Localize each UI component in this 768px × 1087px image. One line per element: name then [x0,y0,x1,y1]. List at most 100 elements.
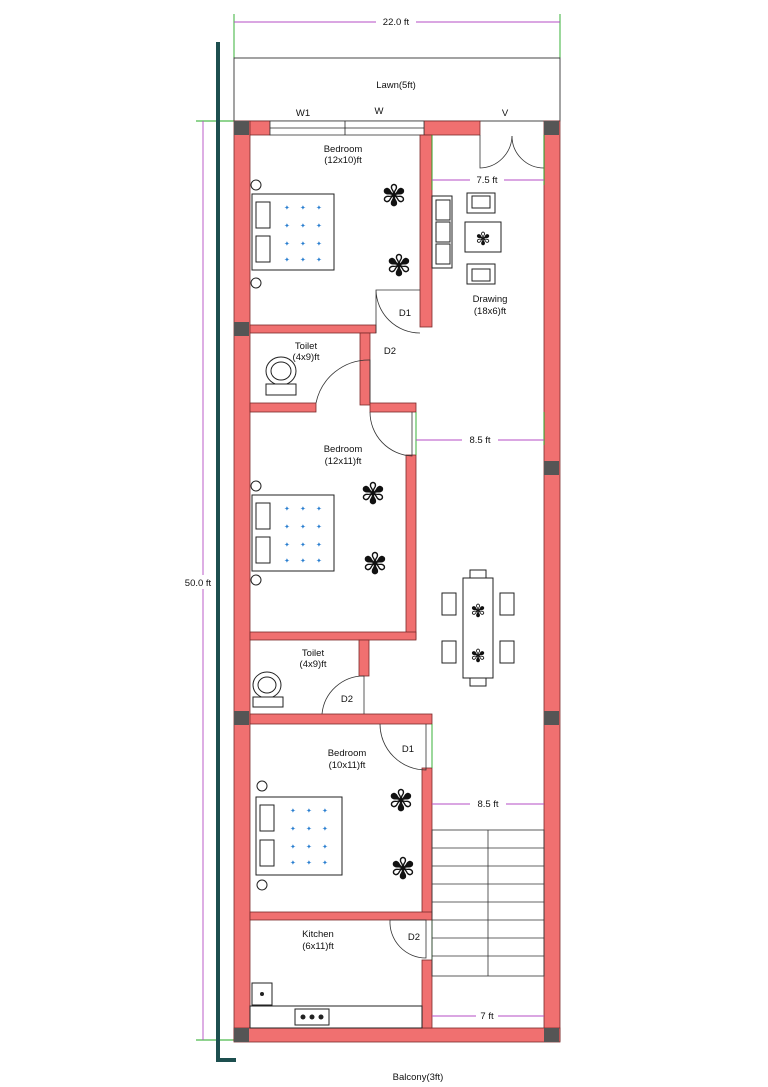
door-d2-swing [315,359,371,404]
door-d2-label: D2 [384,346,396,357]
stair-width-label: 7 ft [480,1011,494,1022]
plant-icon: ✾ [381,180,406,213]
balcony-label: Balcony(3ft) [393,1072,444,1083]
svg-text:✦: ✦ [300,523,306,531]
drawing-name: Drawing [473,294,508,305]
toilet-1-name: Toilet [295,341,318,352]
door-swing [369,411,413,457]
svg-text:✦: ✦ [300,557,306,565]
svg-text:✦: ✦ [284,222,290,230]
svg-text:✦: ✦ [300,505,306,513]
stove-icon [294,1008,330,1026]
boundary-line [216,42,236,1062]
walls [233,120,561,1043]
toilet-2-size: (4x9)ft [300,659,327,670]
door-d1-bottom-label: D1 [402,744,414,755]
door-d2-mid-label: D2 [341,694,353,705]
svg-text:✾: ✾ [475,229,490,249]
svg-text:✦: ✦ [300,204,306,212]
svg-text:✦: ✦ [316,541,322,549]
door-d2-swing [321,675,365,715]
svg-text:✦: ✦ [290,859,296,867]
bedroom-3-name: Bedroom [328,748,367,759]
svg-text:✦: ✦ [316,240,322,248]
kitchen-size: (6x11)ft [302,941,334,952]
svg-text:✾: ✾ [470,646,485,666]
svg-text:✦: ✦ [290,807,296,815]
toilet-2: Toilet (4x9)ft D2 [252,648,365,715]
svg-text:✦: ✦ [316,523,322,531]
bedroom-3: Bedroom (10x11)ft D1 ✦✦✦ ✦✦✦ ✦✦✦ ✦✦✦ ✾ ✾ [255,723,427,891]
svg-text:✦: ✦ [306,825,312,833]
svg-text:✦: ✦ [316,505,322,513]
svg-text:✦: ✦ [300,222,306,230]
svg-text:✦: ✦ [322,843,328,851]
door-d1-swing [375,289,421,334]
bed-icon: ✦✦✦ ✦✦✦ ✦✦✦ ✦✦✦ [250,480,335,586]
svg-text:✦: ✦ [316,204,322,212]
ventilator-v-label: V [502,108,509,119]
overall-width-dimension: 22.0 ft [233,14,561,58]
sofa-icon [431,195,453,269]
svg-text:✦: ✦ [316,557,322,565]
plant-icon: ✾ [386,250,411,283]
bed-icon: ✦✦✦ ✦✦✦ ✦✦✦ ✦✦✦ [255,780,343,891]
armchair-icon [466,263,496,285]
svg-text:✦: ✦ [306,807,312,815]
svg-text:✦: ✦ [284,256,290,264]
svg-text:✦: ✦ [322,859,328,867]
plant-icon: ✾ [388,785,413,818]
bedroom-2-name: Bedroom [324,444,363,455]
svg-text:✦: ✦ [316,222,322,230]
svg-text:✦: ✦ [306,859,312,867]
svg-text:✦: ✦ [300,256,306,264]
kitchen-counter [249,1005,423,1029]
dining-table-icon: ✾ ✾ [441,569,515,687]
sink-icon [251,982,273,1006]
svg-text:✦: ✦ [322,807,328,815]
plant-icon: ✾ [362,548,387,581]
toilet-icon [265,356,297,396]
svg-text:✦: ✦ [316,256,322,264]
door-d1-swing [379,723,427,771]
svg-text:✦: ✦ [306,843,312,851]
drawing-room: 7.5 ft ✾ Drawing (18x6)ft [431,174,544,317]
svg-text:✦: ✦ [284,505,290,513]
door-d2-kitchen-label: D2 [408,932,420,943]
bedroom-3-size: (10x11)ft [329,760,366,771]
kitchen-name: Kitchen [302,929,334,940]
plant-icon: ✾ [360,478,385,511]
dining-width-label: 8.5 ft [469,435,490,446]
toilet-1: Toilet (4x9)ft D2 [265,341,396,404]
svg-text:✦: ✦ [322,825,328,833]
toilet-icon [252,671,284,708]
main-door [479,135,545,169]
bedroom-1-name: Bedroom [324,144,363,155]
svg-text:✦: ✦ [300,240,306,248]
bed-icon: ✦ ✦ ✦ ✦ ✦ ✦ ✦ ✦ ✦ ✦ ✦ ✦ [250,179,335,289]
overall-length-dimension: 50.0 ft [178,120,238,1041]
door-d1-label: D1 [399,308,411,319]
svg-text:✦: ✦ [284,204,290,212]
window-w-label: W [375,106,384,117]
window-w1-label: W1 [296,108,310,119]
drawing-width-label: 7.5 ft [476,175,497,186]
door-d2-swing [389,919,427,959]
svg-text:✦: ✦ [300,541,306,549]
lawn-area: Lawn(5ft) [233,57,561,122]
bedroom-1-size: (12x10)ft [324,155,362,166]
bedroom-1: Bedroom (12x10)ft ✦ ✦ ✦ ✦ ✦ ✦ ✦ ✦ ✦ ✦ ✦ ✦ ✾ ✾ D1 [250,144,421,334]
width-dimension-label: 22.0 ft [383,17,410,28]
drawing-size: (18x6)ft [474,306,507,317]
coffee-table-icon: ✾ [464,221,502,253]
bedroom-2: Bedroom (12x11)ft ✦✦✦ ✦✦✦ ✦✦✦ ✦✦✦ ✾ ✾ [250,411,413,586]
svg-text:✦: ✦ [284,557,290,565]
svg-text:✾: ✾ [470,601,485,621]
svg-text:✦: ✦ [284,240,290,248]
length-dimension-label: 50.0 ft [185,578,212,589]
kitchen: Kitchen (6x11)ft D2 [249,919,427,1029]
svg-text:✦: ✦ [284,541,290,549]
columns [234,121,559,1042]
svg-text:✦: ✦ [290,825,296,833]
